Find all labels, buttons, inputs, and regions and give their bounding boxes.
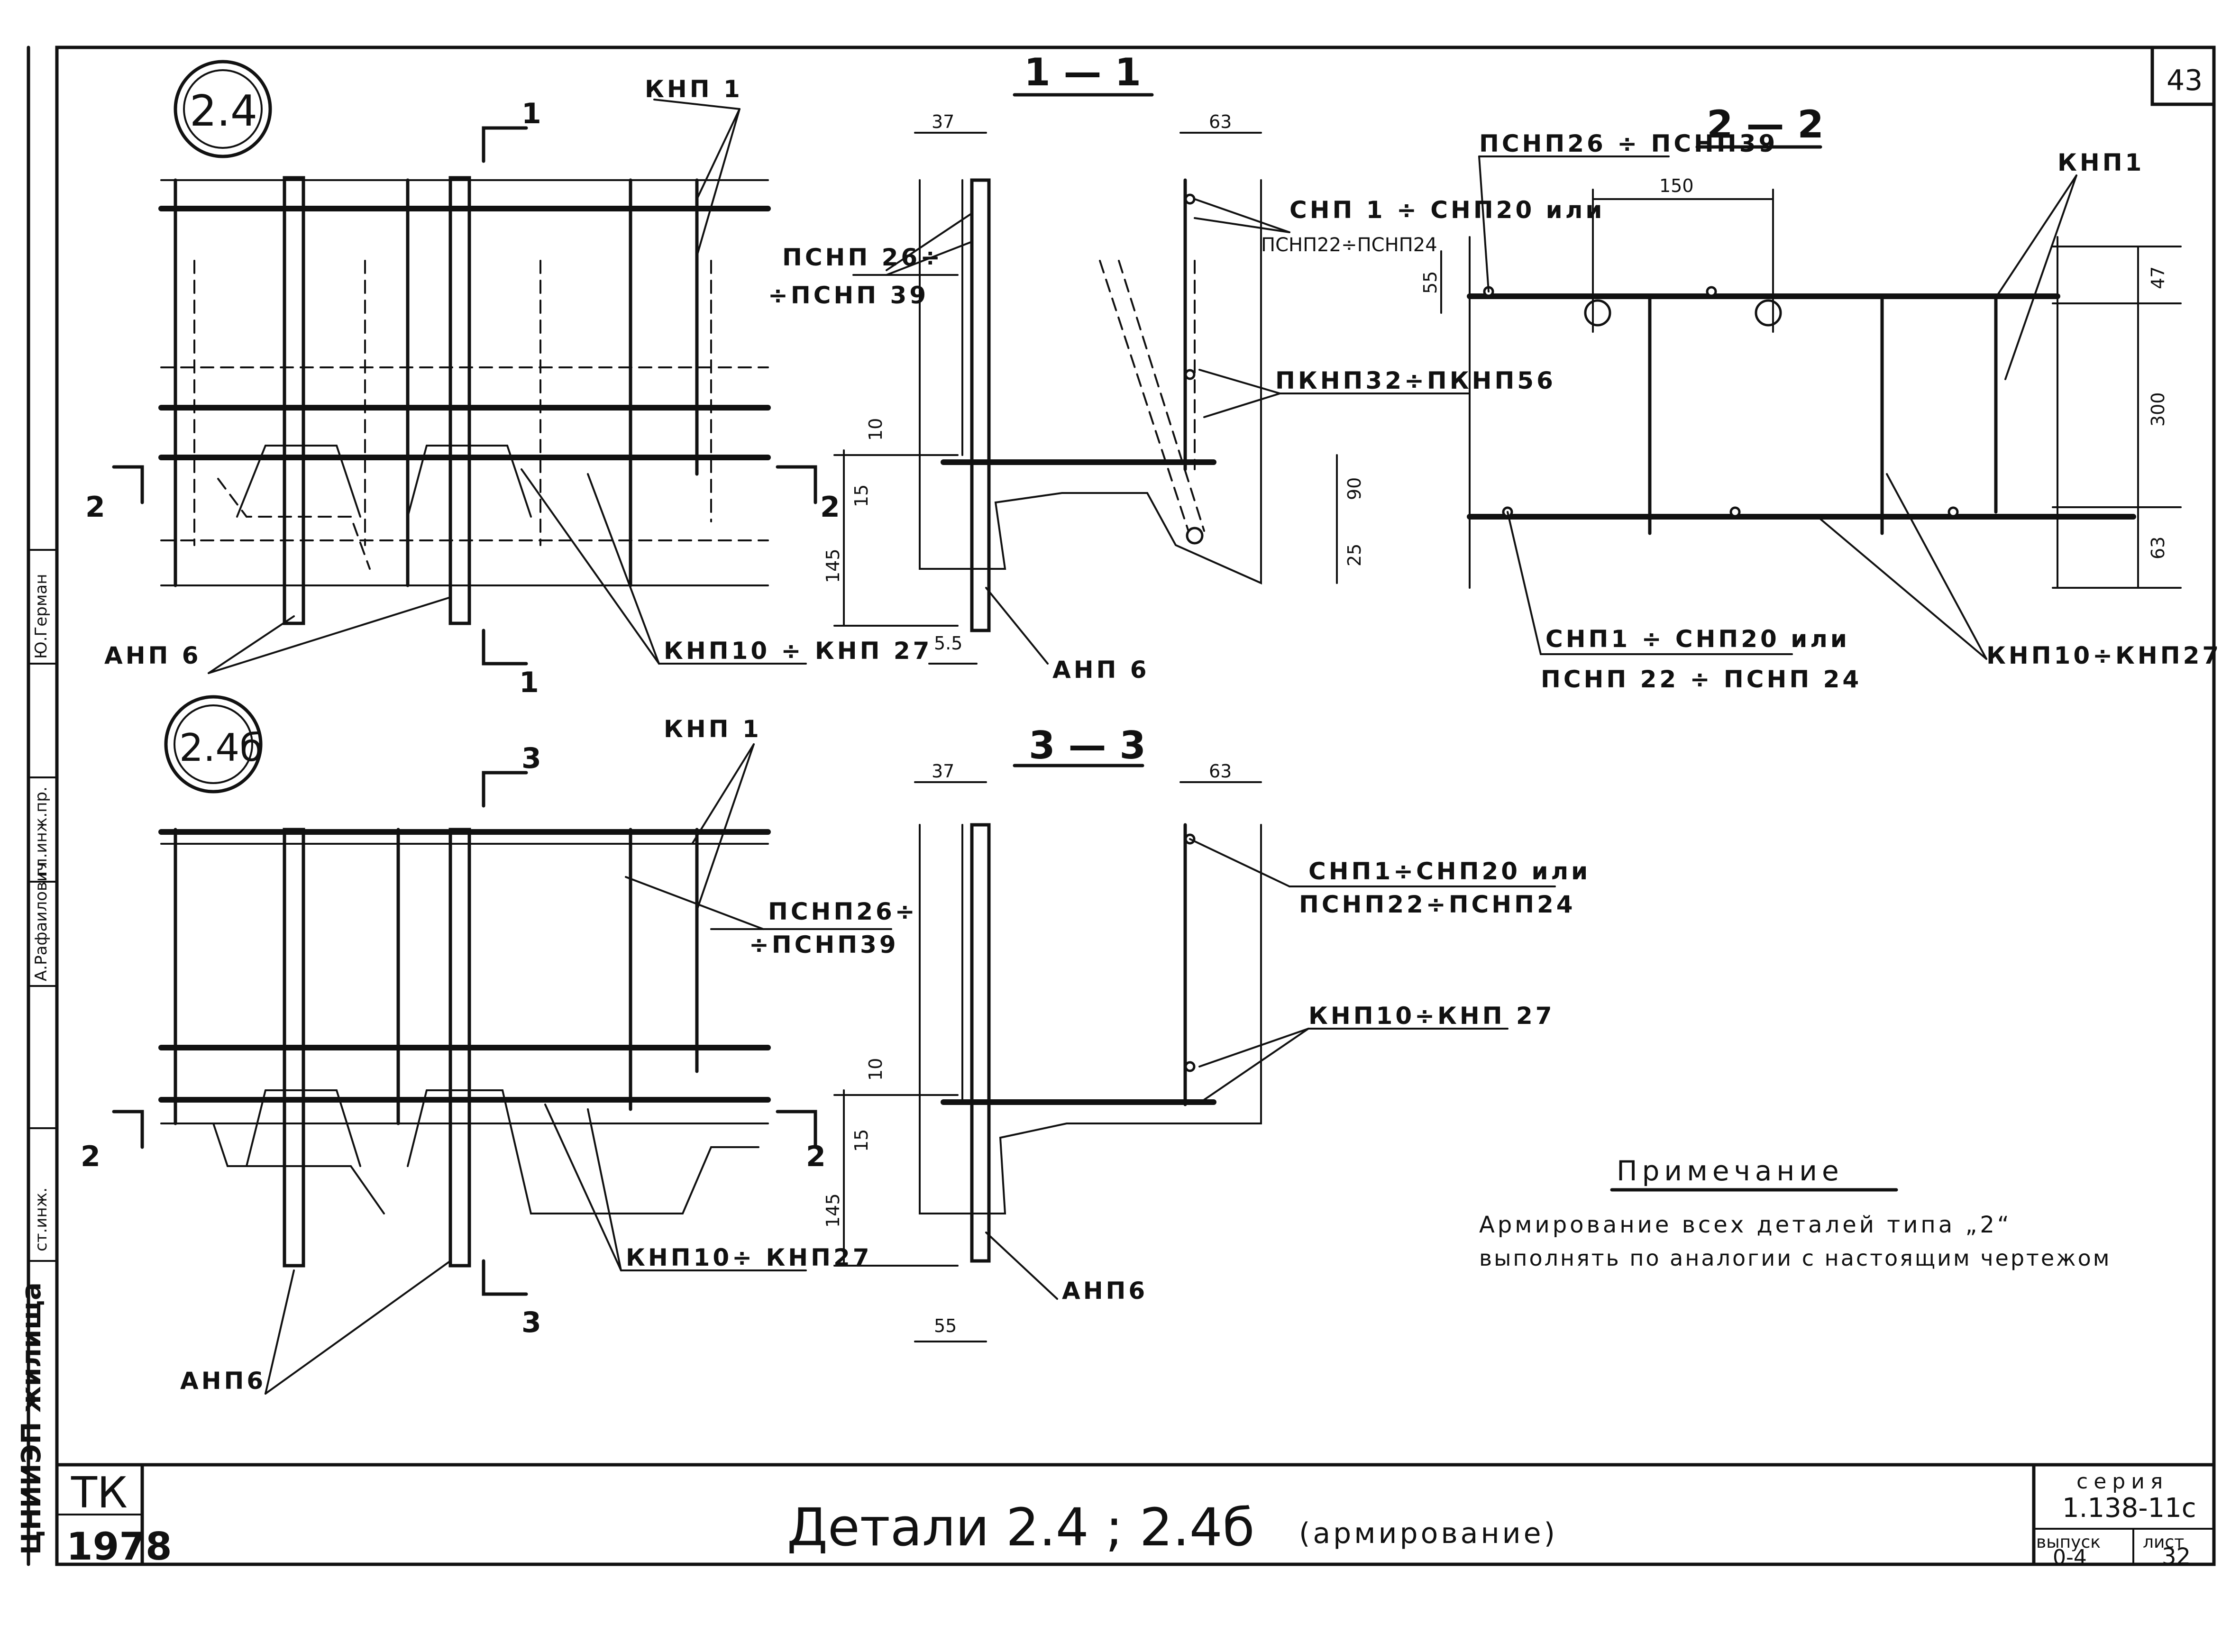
section-3-3-psnp22: ПСНП22÷ПСНП24 [1299,891,1576,918]
section-2-2-dim-63: 63 [2148,537,2168,559]
section-3-3-label: 3 — 3 [1029,723,1146,767]
section-1-1-psnp: ПСНП 26÷ [782,244,943,271]
section-1-1-dim-63: 63 [1209,111,1232,132]
detail-2-4b-psnp: ПСНП26÷ [768,898,918,925]
issue-label: выпуск [2036,1533,2101,1552]
section-2-2-psnp: ПСНП26 ÷ ПСНП39 [1479,130,1778,157]
detail-2-4b-psnp2: ÷ПСНП39 [749,931,899,958]
section-1-1: 1 — 1 37 63 10 15 145 5.5 90 25 [768,50,1605,684]
sheet-value: 32 [2162,1543,2191,1570]
side-role-1: ст.инж. [32,1187,51,1251]
detail-2-4b-knp1: КНП 1 [664,715,762,743]
series-label: серия [2076,1469,2168,1494]
section-1-1-snp: СНП 1 ÷ СНП20 или [1289,196,1605,224]
section-1-1-pknp: ПКНП32÷ПКНП56 [1275,367,1556,394]
section-1-1-dim-145: 145 [823,548,843,583]
section-1-1-dim-90: 90 [1344,477,1365,500]
detail-2-4b-cut2-right: 2 [806,1140,826,1173]
detail-2-4-cut2-left: 2 [85,491,105,524]
note-line-2: выполнять по аналогии с настоящим чертеж… [1479,1245,2111,1271]
series-value: 1.138-11с [2062,1493,2196,1524]
section-2-2-snp: СНП1 ÷ СНП20 или [1545,625,1850,653]
section-2-2-label: 2 — 2 [1707,102,1824,146]
section-2-2-knp1: КНП1 [2057,149,2144,176]
section-3-3-dim-63: 63 [1209,761,1232,782]
section-3-3-dim-145: 145 [823,1193,843,1228]
section-2-2-dim-47: 47 [2148,266,2168,289]
detail-2-4b-view: 2.4б 3 3 2 2 КНП 1 ПСНП26÷ ÷ПСНП39 [81,695,918,1395]
org-label: ЦНИИЭП жилища [16,1282,47,1555]
section-3-3-dim-37: 37 [932,761,954,782]
note-line-1: Армирование всех деталей типа „2“ [1479,1212,2012,1238]
detail-2-4-view: 2.4 1 1 2 2 [85,60,932,699]
stamp-year: 1978 [66,1524,172,1569]
sheet-title-suffix: (армирование) [1299,1517,1558,1550]
detail-2-4b-knp10: КНП10÷ КНП27 [626,1244,872,1271]
page-number: 43 [2167,64,2203,97]
section-2-2: 2 — 2 150 55 47 300 63 ПСНП26 ÷ П [1420,102,2222,693]
detail-2-4b-cut3-bottom: 3 [521,1306,541,1339]
note-block: Примечание Армирование всех деталей типа… [1479,1155,2111,1271]
detail-2-4-label: 2.4 [190,86,257,136]
section-2-2-dim-150: 150 [1659,175,1694,196]
section-3-3: 3 — 3 37 63 10 15 145 55 СНП1÷СНП20 или … [823,723,1591,1342]
section-1-1-anp6: АНП 6 [1052,656,1150,684]
side-role-2: гл.инж.пр. [32,786,51,877]
section-3-3-snp: СНП1÷СНП20 или [1308,858,1591,885]
detail-2-4b-cut2-left: 2 [81,1140,101,1173]
section-3-3-dim-10: 10 [865,1058,886,1081]
detail-2-4b-anp6: АНП6 [180,1367,266,1395]
section-3-3-anp6: АНП6 [1062,1277,1148,1305]
section-1-1-psnp22: ПСНП22÷ПСНП24 [1261,234,1437,256]
section-1-1-dim-25: 25 [1344,544,1365,566]
detail-2-4-cut1-top: 1 [521,97,541,130]
issue-value: 0-4 [2053,1545,2087,1570]
title-block: ТК 1978 Детали 2.4 ; 2.4б (армирование) … [66,1468,2196,1570]
section-2-2-dim-300: 300 [2148,392,2168,427]
section-2-2-dim-55: 55 [1420,271,1441,294]
detail-2-4b-label: 2.4б [179,726,263,770]
side-role-3: А.Рафаилович [32,862,51,981]
sheet-title: Детали 2.4 ; 2.4б [787,1497,1255,1558]
section-1-1-dim-10: 10 [865,418,886,441]
section-1-1-rebar-dot [1186,527,1204,545]
section-2-2-knp10: КНП10÷КНП27 [1986,642,2222,669]
section-1-1-label: 1 — 1 [1024,50,1141,94]
note-heading: Примечание [1617,1155,1844,1187]
detail-2-4-cut2-right: 2 [820,491,840,524]
section-3-3-dim-55: 55 [934,1315,957,1336]
detail-2-4-cut1-bottom: 1 [519,666,539,699]
detail-2-4-knp10: КНП10 ÷ КНП 27 [664,637,932,665]
section-1-1-dim-15: 15 [851,484,872,507]
section-3-3-dim-15: 15 [851,1129,872,1152]
section-1-1-psnp2: ÷ПСНП 39 [768,282,929,309]
detail-2-4b-cut3-top: 3 [521,742,541,775]
side-role-4: Ю.Герман [32,574,51,659]
sheet-frame [27,46,2216,1566]
section-1-1-dim-55: 5.5 [934,633,962,654]
detail-2-4-anp6: АНП 6 [104,642,201,669]
section-3-3-knp10: КНП10÷КНП 27 [1308,1002,1555,1030]
section-2-2-psnp22: ПСНП 22 ÷ ПСНП 24 [1541,666,1862,693]
detail-2-4-knp1: КНП 1 [645,75,743,103]
sheet-label: лист [2143,1533,2184,1552]
stamp-tk: ТК [71,1468,128,1518]
section-1-1-dim-37: 37 [932,111,954,132]
